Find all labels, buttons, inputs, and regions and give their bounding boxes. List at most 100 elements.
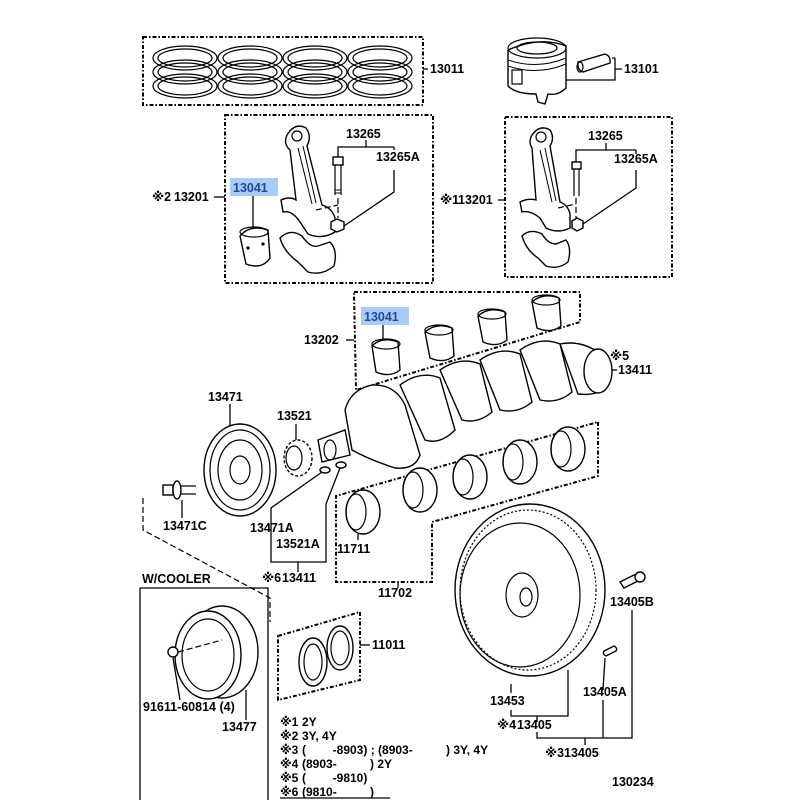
applicability-notes: ※1 2Y ※2 3Y, 4Y ※3 ( -8903) ; (8903- ) 3…	[280, 715, 488, 799]
wcooler-link-line	[142, 498, 271, 622]
connecting-rod-icon	[280, 125, 336, 238]
part-label-lower-bearing[interactable]: 11711	[337, 542, 370, 556]
main-bearing-icon	[345, 489, 381, 535]
timing-gear-icon	[283, 439, 313, 477]
wcooler-title: W/COOLER	[142, 572, 211, 586]
part-label-mark-crankshaft: ※5	[610, 349, 629, 363]
rod-nut-icon	[330, 218, 345, 233]
flywheel-group[interactable]: 13405B 13405A 13453 ※4 13405 ※3 13405	[454, 503, 654, 760]
part-label-pulley-bolt[interactable]: 13471C	[163, 519, 207, 533]
crankshaft-group[interactable]: ※5 13411	[317, 340, 652, 469]
flywheel-bolt-icon	[618, 571, 646, 589]
rod-bolt-icon	[571, 161, 582, 196]
rod-nut-icon	[571, 217, 584, 232]
part-label-conrod-right[interactable]: 13201	[458, 193, 493, 207]
note-mark: ※6	[280, 785, 299, 799]
cooler-pulley-icon	[174, 605, 259, 700]
part-label-mark-flywheel-asm: ※3	[545, 746, 564, 760]
part-label-rod-bearing-left[interactable]: 13041	[233, 181, 268, 195]
note-text: (9810- )	[302, 785, 374, 799]
conrod-cap-icon	[521, 230, 571, 269]
part-label-flywheel-asm[interactable]: 13405	[564, 746, 599, 760]
main-bearing-icon	[550, 426, 586, 472]
part-label-pulley-key[interactable]: 13471A	[250, 521, 294, 535]
part-label-ring-gear[interactable]: 13453	[490, 694, 525, 708]
part-label-main-bearing-set[interactable]: 13202	[304, 333, 339, 347]
part-label-crankshaft[interactable]: 13411	[618, 363, 652, 377]
note-text: 2Y	[302, 715, 317, 729]
part-label-mark-conrod-left: ※2	[152, 190, 171, 204]
part-label-flywheel-bolt[interactable]: 13405B	[610, 595, 654, 609]
crank-pulley-icon	[203, 423, 277, 517]
main-bearing-icon	[502, 439, 538, 485]
highlight-bearing-left	[230, 178, 278, 196]
part-label-flywheel-pin[interactable]: 13405A	[583, 685, 627, 699]
main-bearing-lower-group[interactable]: 11711 11702	[335, 420, 599, 600]
note-mark: ※5	[280, 771, 299, 785]
note-mark: ※3	[280, 743, 299, 757]
part-label-rod-bolt-left[interactable]: 13265	[346, 127, 381, 141]
part-label-cooler-bolt[interactable]: 91611-60814 (4)	[143, 700, 235, 714]
figure-id: 130234	[612, 775, 654, 789]
thrust-washer-icon	[326, 625, 354, 671]
crankshaft-icon	[317, 340, 613, 469]
rod-bolt-icon	[332, 156, 344, 195]
piston-icon	[507, 37, 567, 105]
main-bearing-icon	[402, 467, 438, 513]
part-label-pulley[interactable]: 13471	[208, 390, 243, 404]
key-icons	[319, 461, 347, 474]
part-label-flywheel-sub[interactable]: 13405	[517, 718, 552, 732]
piston-rings-group[interactable]: 13011	[142, 36, 464, 106]
connecting-rod-icon	[519, 127, 571, 232]
note-text: ( -9810)	[302, 771, 367, 785]
part-label-piston-pin[interactable]: 13101	[624, 62, 659, 76]
part-label-main-bearing-highlight[interactable]: 13041	[364, 310, 399, 324]
part-label-gear-key[interactable]: 13521A	[276, 537, 320, 551]
part-label-rod-nut-left[interactable]: 13265A	[376, 150, 420, 164]
pulley-bolt-icon	[162, 480, 196, 500]
wcooler-group[interactable]: W/COOLER 91611-60814 (4) 13477	[139, 572, 269, 800]
part-label-piston-rings[interactable]: 13011	[430, 62, 464, 76]
part-label-timing-gear[interactable]: 13521	[277, 409, 312, 423]
main-bearing-icon	[477, 308, 508, 346]
note-text: ( -8903) ; (8903- ) 3Y, 4Y	[302, 743, 488, 757]
part-label-crank-sub[interactable]: 13411	[282, 571, 316, 585]
piston-ring-set-icon	[282, 45, 348, 99]
main-bearing-icon	[452, 454, 488, 500]
part-label-cooler-pulley[interactable]: 13477	[222, 720, 257, 734]
main-bearing-upper-group[interactable]: 13041 13202	[304, 291, 581, 392]
part-label-mark-conrod-right: ※1	[440, 193, 459, 207]
pulley-gear-group[interactable]: 13471 13521 13471C 13471A 13521A ※6 1341…	[162, 390, 347, 585]
note-mark: ※4	[280, 757, 299, 771]
part-label-lower-bearing-set[interactable]: 11702	[378, 586, 412, 600]
note-mark: ※2	[280, 729, 299, 743]
note-text: (8903- ) 2Y	[302, 757, 392, 771]
piston-ring-set-icon	[152, 45, 218, 99]
thrust-washer-icon	[298, 637, 328, 687]
main-bearing-icon	[531, 294, 562, 332]
main-bearing-icon	[424, 324, 455, 362]
piston-group[interactable]: 13101	[507, 37, 659, 105]
main-bearing-icon	[371, 338, 401, 376]
thrust-washer-group[interactable]: 11011	[277, 610, 405, 702]
flywheel-pin-icon	[602, 645, 618, 657]
part-label-thrust-washer[interactable]: 11011	[372, 638, 405, 652]
piston-ring-set-icon	[217, 45, 283, 99]
conrod-right-group[interactable]: 13265 13265A ※1 13201	[440, 116, 673, 278]
part-label-rod-bolt-right[interactable]: 13265	[588, 129, 623, 143]
conrod-cap-icon	[279, 231, 337, 274]
part-label-conrod-left[interactable]: 13201	[174, 190, 209, 204]
cooler-bolt-icon	[167, 646, 179, 658]
note-mark: ※1	[280, 715, 299, 729]
piston-pin-icon	[576, 53, 611, 73]
flywheel-icon	[454, 503, 606, 677]
rod-bearing-icon	[239, 226, 271, 267]
highlight-bearing-main	[361, 307, 409, 325]
note-text: 3Y, 4Y	[302, 729, 337, 743]
piston-ring-set-icon	[347, 45, 413, 99]
part-label-mark-flywheel-sub: ※4	[497, 718, 516, 732]
part-label-mark-crank-sub: ※6	[262, 571, 281, 585]
conrod-left-group[interactable]: 13265 13265A 13041 ※2 13201	[152, 114, 434, 284]
part-label-rod-nut-right[interactable]: 13265A	[614, 152, 658, 166]
